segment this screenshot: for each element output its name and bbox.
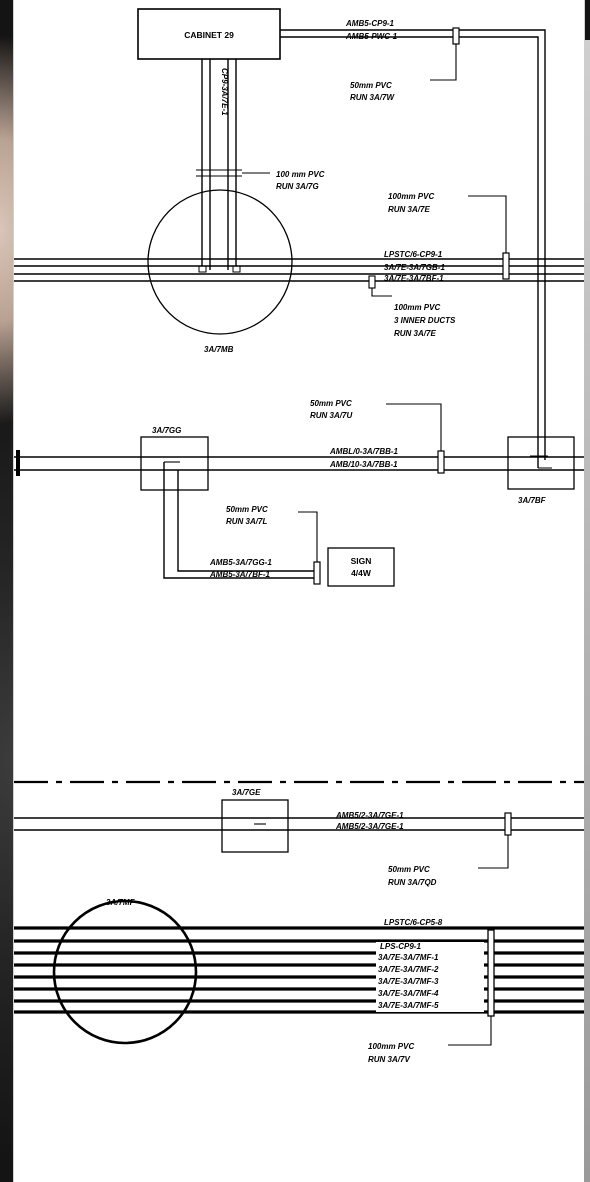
sign-label: 4/4W: [351, 568, 372, 578]
pit-label: 3A/7BF: [518, 496, 547, 505]
pipe-label: RUN 3A/7U: [310, 411, 352, 420]
pipe-label: RUN 3A/7L: [226, 517, 267, 526]
trunk-middle: [14, 456, 584, 471]
cable-tag: AMB5-3A/7GG-1: [209, 558, 272, 567]
pipe-label: 50mm PVC: [388, 865, 430, 874]
cable-tag: AMB5-PWC-1: [345, 32, 398, 41]
pipe-label: RUN 3A/7G: [276, 182, 319, 191]
cable-tag: LPS-CP9-1: [380, 942, 421, 951]
pipe-label: 100mm PVC: [394, 303, 440, 312]
pit-label: 3A/7MF: [106, 898, 136, 907]
cable-top-right: [280, 29, 546, 468]
trunk-upper: [14, 258, 584, 282]
cable-tag: 3A/7E-3A/7MF-3: [378, 977, 439, 986]
pipe-label: 50mm PVC: [226, 505, 268, 514]
cable-tag: 3A/7E-3A/7MF-4: [378, 989, 439, 998]
cable-tag: 3A/7E-3A/7MF-2: [378, 965, 439, 974]
cable-tag: 3A/7E-3A/7BF-1: [384, 274, 444, 283]
pipe-label: 100mm PVC: [368, 1042, 414, 1051]
cable-sign-feed: [163, 462, 320, 579]
cabinet-box: [137, 8, 281, 60]
pit-7mf-circle: [52, 899, 198, 1045]
cable-tag: 3A/7E-3A/7MF-5: [378, 1001, 439, 1010]
cable-vertical-run: [201, 59, 237, 270]
pit-label: 3A/7MB: [204, 345, 234, 354]
sheet-edge-strip: [584, 40, 590, 1182]
cable-tag: AMB5/2-3A/7GE-1: [335, 811, 404, 820]
cable-tag: LPSTC/6-CP5-8: [384, 918, 443, 927]
sign-label: SIGN: [351, 556, 372, 566]
pit-7bf-box: [507, 436, 575, 490]
cabinet-label: CABINET 29: [184, 30, 234, 40]
pipe-label: 100mm PVC: [388, 192, 434, 201]
pipe-label: RUN 3A/7QD: [388, 878, 437, 887]
cable-tag: LPSTC/6-CP9-1: [384, 250, 443, 259]
cable-tag: AMB5/2-3A/7GE-1: [335, 822, 404, 831]
cable-tag: AMB/10-3A/7BB-1: [329, 460, 398, 469]
pipe-label: 50mm PVC: [350, 81, 392, 90]
cable-tag: AMB5-3A/7BF-1: [209, 570, 271, 579]
cable-tag: AMB5-CP9-1: [345, 19, 395, 28]
pit-label: 3A/7GG: [152, 426, 181, 435]
cable-tag: 3A/7E-3A/7MF-1: [378, 953, 439, 962]
trunk-bottom-bundle: [14, 926, 584, 1014]
pit-label: 3A/7GE: [232, 788, 261, 797]
trunk-lower: [14, 817, 584, 831]
pipe-label: RUN 3A/7E: [388, 205, 430, 214]
pipe-label: 50mm PVC: [310, 399, 352, 408]
pipe-label: RUN 3A/7W: [350, 93, 395, 102]
sign-box: [327, 547, 395, 587]
pipe-label: RUN 3A/7V: [368, 1055, 410, 1064]
cable-tag-vertical: CP9-3A/7E-1: [220, 68, 229, 116]
cable-tag: 3A/7E-3A/7GB-1: [384, 263, 445, 272]
bottom-bundle-tags: LPSTC/6-CP5-8 LPS-CP9-1 3A/7E-3A/7MF-1 3…: [376, 918, 484, 1012]
pipe-label: 3 INNER DUCTS: [394, 316, 456, 325]
pipe-label: 100 mm PVC: [276, 170, 325, 179]
cable-tag: AMBL/0-3A/7BB-1: [329, 447, 399, 456]
pipe-label: RUN 3A/7E: [394, 329, 436, 338]
pit-7mb-circle: [147, 189, 293, 335]
pit-7ge-box: [221, 799, 289, 853]
pit-7gg-box: [140, 436, 209, 491]
